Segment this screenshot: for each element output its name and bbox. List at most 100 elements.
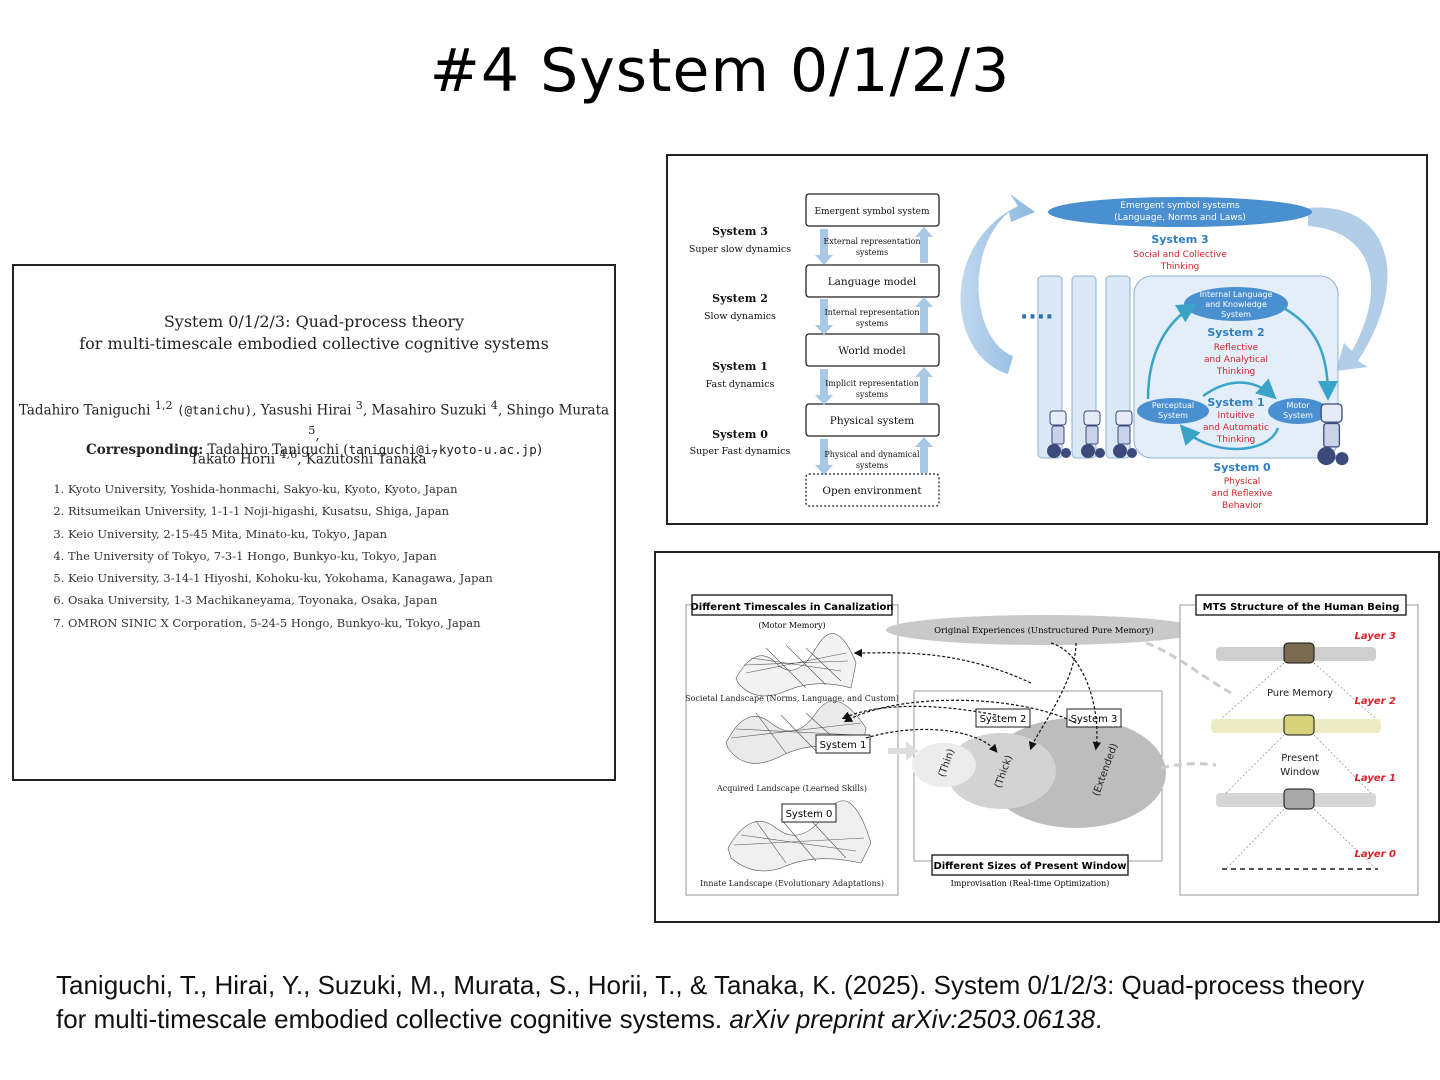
fig1-sys3-name: System 3 bbox=[1151, 233, 1208, 246]
author-handle: (@tanichu) bbox=[176, 402, 253, 418]
system-box-label: System 3 bbox=[1071, 714, 1118, 725]
down-arrow bbox=[815, 299, 833, 335]
motor-ellipse bbox=[1268, 398, 1328, 424]
robot-icon bbox=[1081, 410, 1105, 458]
dashed-arrow bbox=[841, 705, 997, 720]
stack-link-label: systems bbox=[856, 390, 888, 399]
paper-title: System 0/1/2/3: Quad-process theory for … bbox=[14, 311, 614, 355]
robot-icon bbox=[1113, 410, 1137, 458]
affiliation-item: The University of Tokyo, 7-3-1 Hongo, Bu… bbox=[68, 545, 608, 567]
present-window-label: Present bbox=[1281, 753, 1319, 764]
stack-link-label: External representation bbox=[823, 237, 920, 246]
fig1-sys0-desc: and Reflexive bbox=[1212, 489, 1273, 499]
corresponding-close: ) bbox=[536, 442, 543, 458]
system-box bbox=[815, 734, 871, 754]
grey-arrow bbox=[888, 741, 918, 761]
authors-line1: Tadahiro Taniguchi 1,2 (@tanichu), Yasus… bbox=[14, 396, 614, 445]
ellipsis-dots: ···· bbox=[1020, 305, 1053, 330]
affiliation-item: OMRON SINIC X Corporation, 5-24-5 Hongo,… bbox=[68, 612, 608, 634]
affiliation-item: Ritsumeikan University, 1-1-1 Noji-higas… bbox=[68, 500, 608, 522]
stack-box-label: Language model bbox=[828, 276, 917, 288]
stack-box-label: World model bbox=[838, 345, 906, 357]
robot-icons bbox=[1047, 403, 1349, 466]
dashed-arrow bbox=[843, 699, 1077, 724]
author-sup: 4 bbox=[490, 399, 498, 412]
stack-link-label: Implicit representation bbox=[825, 379, 919, 388]
fig1-sys3-desc: Thinking bbox=[1160, 262, 1200, 272]
author-sup: 1,2 bbox=[154, 399, 173, 412]
figure-system-architecture: System 3 Super slow dynamics System 2 Sl… bbox=[666, 154, 1428, 525]
figure-timescales-svg: Different Timescales in Canalization (Mo… bbox=[685, 594, 1419, 896]
dashed-connector bbox=[1133, 636, 1232, 695]
stack-link-label: systems bbox=[856, 319, 888, 328]
perceptual-text: System bbox=[1158, 411, 1188, 420]
stack-box-dashed bbox=[805, 473, 940, 507]
system-box-label: System 2 bbox=[980, 714, 1027, 725]
paper-excerpt: System 0/1/2/3: Quad-process theory for … bbox=[12, 264, 616, 781]
figure-system-architecture-svg: System 3 Super slow dynamics System 2 Sl… bbox=[689, 193, 1388, 511]
citation: Taniguchi, T., Hirai, Y., Suzuki, M., Mu… bbox=[56, 968, 1396, 1036]
affiliation-item: Keio University, 3-14-1 Hiyoshi, Kohoku-… bbox=[68, 567, 608, 589]
cycle-arrow bbox=[1279, 304, 1338, 401]
citation-end: . bbox=[1095, 1004, 1103, 1034]
fig1-left-sys2-desc: Slow dynamics bbox=[704, 311, 776, 322]
internal-language-text: System bbox=[1221, 310, 1251, 319]
societal-label: Societal Landscape (Norms, Language, and… bbox=[685, 694, 899, 703]
thin-window bbox=[912, 743, 976, 787]
slide-title: #4 System 0/1/2/3 bbox=[429, 36, 1011, 106]
fig1-sys1-desc: Thinking bbox=[1216, 435, 1256, 445]
layer-bar-focus bbox=[1283, 788, 1315, 810]
layer-bar-focus bbox=[1283, 714, 1315, 736]
cycle-arrow bbox=[1179, 424, 1280, 451]
fig1-left-sys2-name: System 2 bbox=[712, 292, 768, 305]
layer-label: Layer 0 bbox=[1355, 849, 1397, 860]
improvisation-label: Improvisation (Real-time Optimization) bbox=[951, 879, 1110, 888]
internal-language-text: Internal Language bbox=[1200, 290, 1273, 299]
up-arrow bbox=[915, 227, 933, 263]
present-window-label: Window bbox=[1280, 767, 1319, 778]
author-text: , Yasushi Hirai bbox=[252, 402, 356, 419]
dashed-arrow bbox=[1028, 642, 1077, 751]
fig1-left-sys0-name: System 0 bbox=[712, 428, 768, 441]
affiliation-item: Kyoto University, Yoshida-honmachi, Saky… bbox=[68, 478, 608, 500]
ellipse-text: Emergent symbol systems bbox=[1120, 201, 1240, 211]
up-arrow bbox=[915, 437, 933, 473]
affiliation-list: Kyoto University, Yoshida-honmachi, Saky… bbox=[46, 478, 608, 634]
author-sup: 5 bbox=[308, 423, 316, 437]
emergent-ellipse bbox=[1048, 197, 1312, 227]
system-box-label: System 0 bbox=[786, 809, 833, 820]
perceptual-text: Perceptual bbox=[1152, 401, 1194, 410]
acquired-label: Acquired Landscape (Learned Skills) bbox=[716, 784, 867, 793]
corresponding-email: taniguchi@i.kyoto-u.ac.jp bbox=[348, 442, 537, 457]
big-curved-arrow-right bbox=[1308, 207, 1388, 371]
up-arrow bbox=[915, 297, 933, 333]
affiliation-item: Keio University, 2-15-45 Mita, Minato-ku… bbox=[68, 523, 608, 545]
fig1-sys3-desc: Social and Collective bbox=[1133, 250, 1227, 260]
layer-bar-focus bbox=[1283, 642, 1315, 664]
center-title: Different Sizes of Present Window bbox=[933, 861, 1126, 872]
fig1-sys1-desc: Intuitive bbox=[1218, 411, 1255, 421]
fig1-sys1-desc: and Automatic bbox=[1203, 423, 1269, 433]
cycle-arrow bbox=[1202, 378, 1277, 400]
stack-box-label: Emergent symbol system bbox=[814, 207, 930, 217]
motor-text: Motor bbox=[1286, 401, 1310, 410]
fig1-sys2-name: System 2 bbox=[1207, 326, 1264, 339]
stack-link-label: Internal representation bbox=[824, 308, 919, 317]
mesh-lines bbox=[733, 814, 865, 864]
original-experiences-ellipse bbox=[886, 615, 1202, 645]
fig1-left-sys3-name: System 3 bbox=[712, 225, 768, 238]
robot-icon bbox=[1047, 410, 1071, 458]
fig1-left-sys3-desc: Super slow dynamics bbox=[689, 244, 791, 255]
corresponding-label: Corresponding: bbox=[85, 442, 204, 458]
author-text: , bbox=[315, 427, 320, 443]
left-panel-title-box bbox=[691, 594, 893, 616]
fig1-left-sys1-name: System 1 bbox=[712, 360, 768, 373]
corresponding-line: Corresponding: Tadahiro Taniguchi (tanig… bbox=[14, 442, 614, 458]
author-text: , Shingo Murata bbox=[497, 402, 610, 419]
mesh-lines bbox=[730, 712, 862, 754]
down-arrow bbox=[815, 369, 833, 405]
author-text: Takato Horii bbox=[189, 451, 280, 468]
fig1-sys0-desc: Behavior bbox=[1222, 501, 1262, 511]
author-text: Tadahiro Taniguchi bbox=[18, 402, 155, 419]
right-panel-title-box bbox=[1195, 594, 1407, 616]
